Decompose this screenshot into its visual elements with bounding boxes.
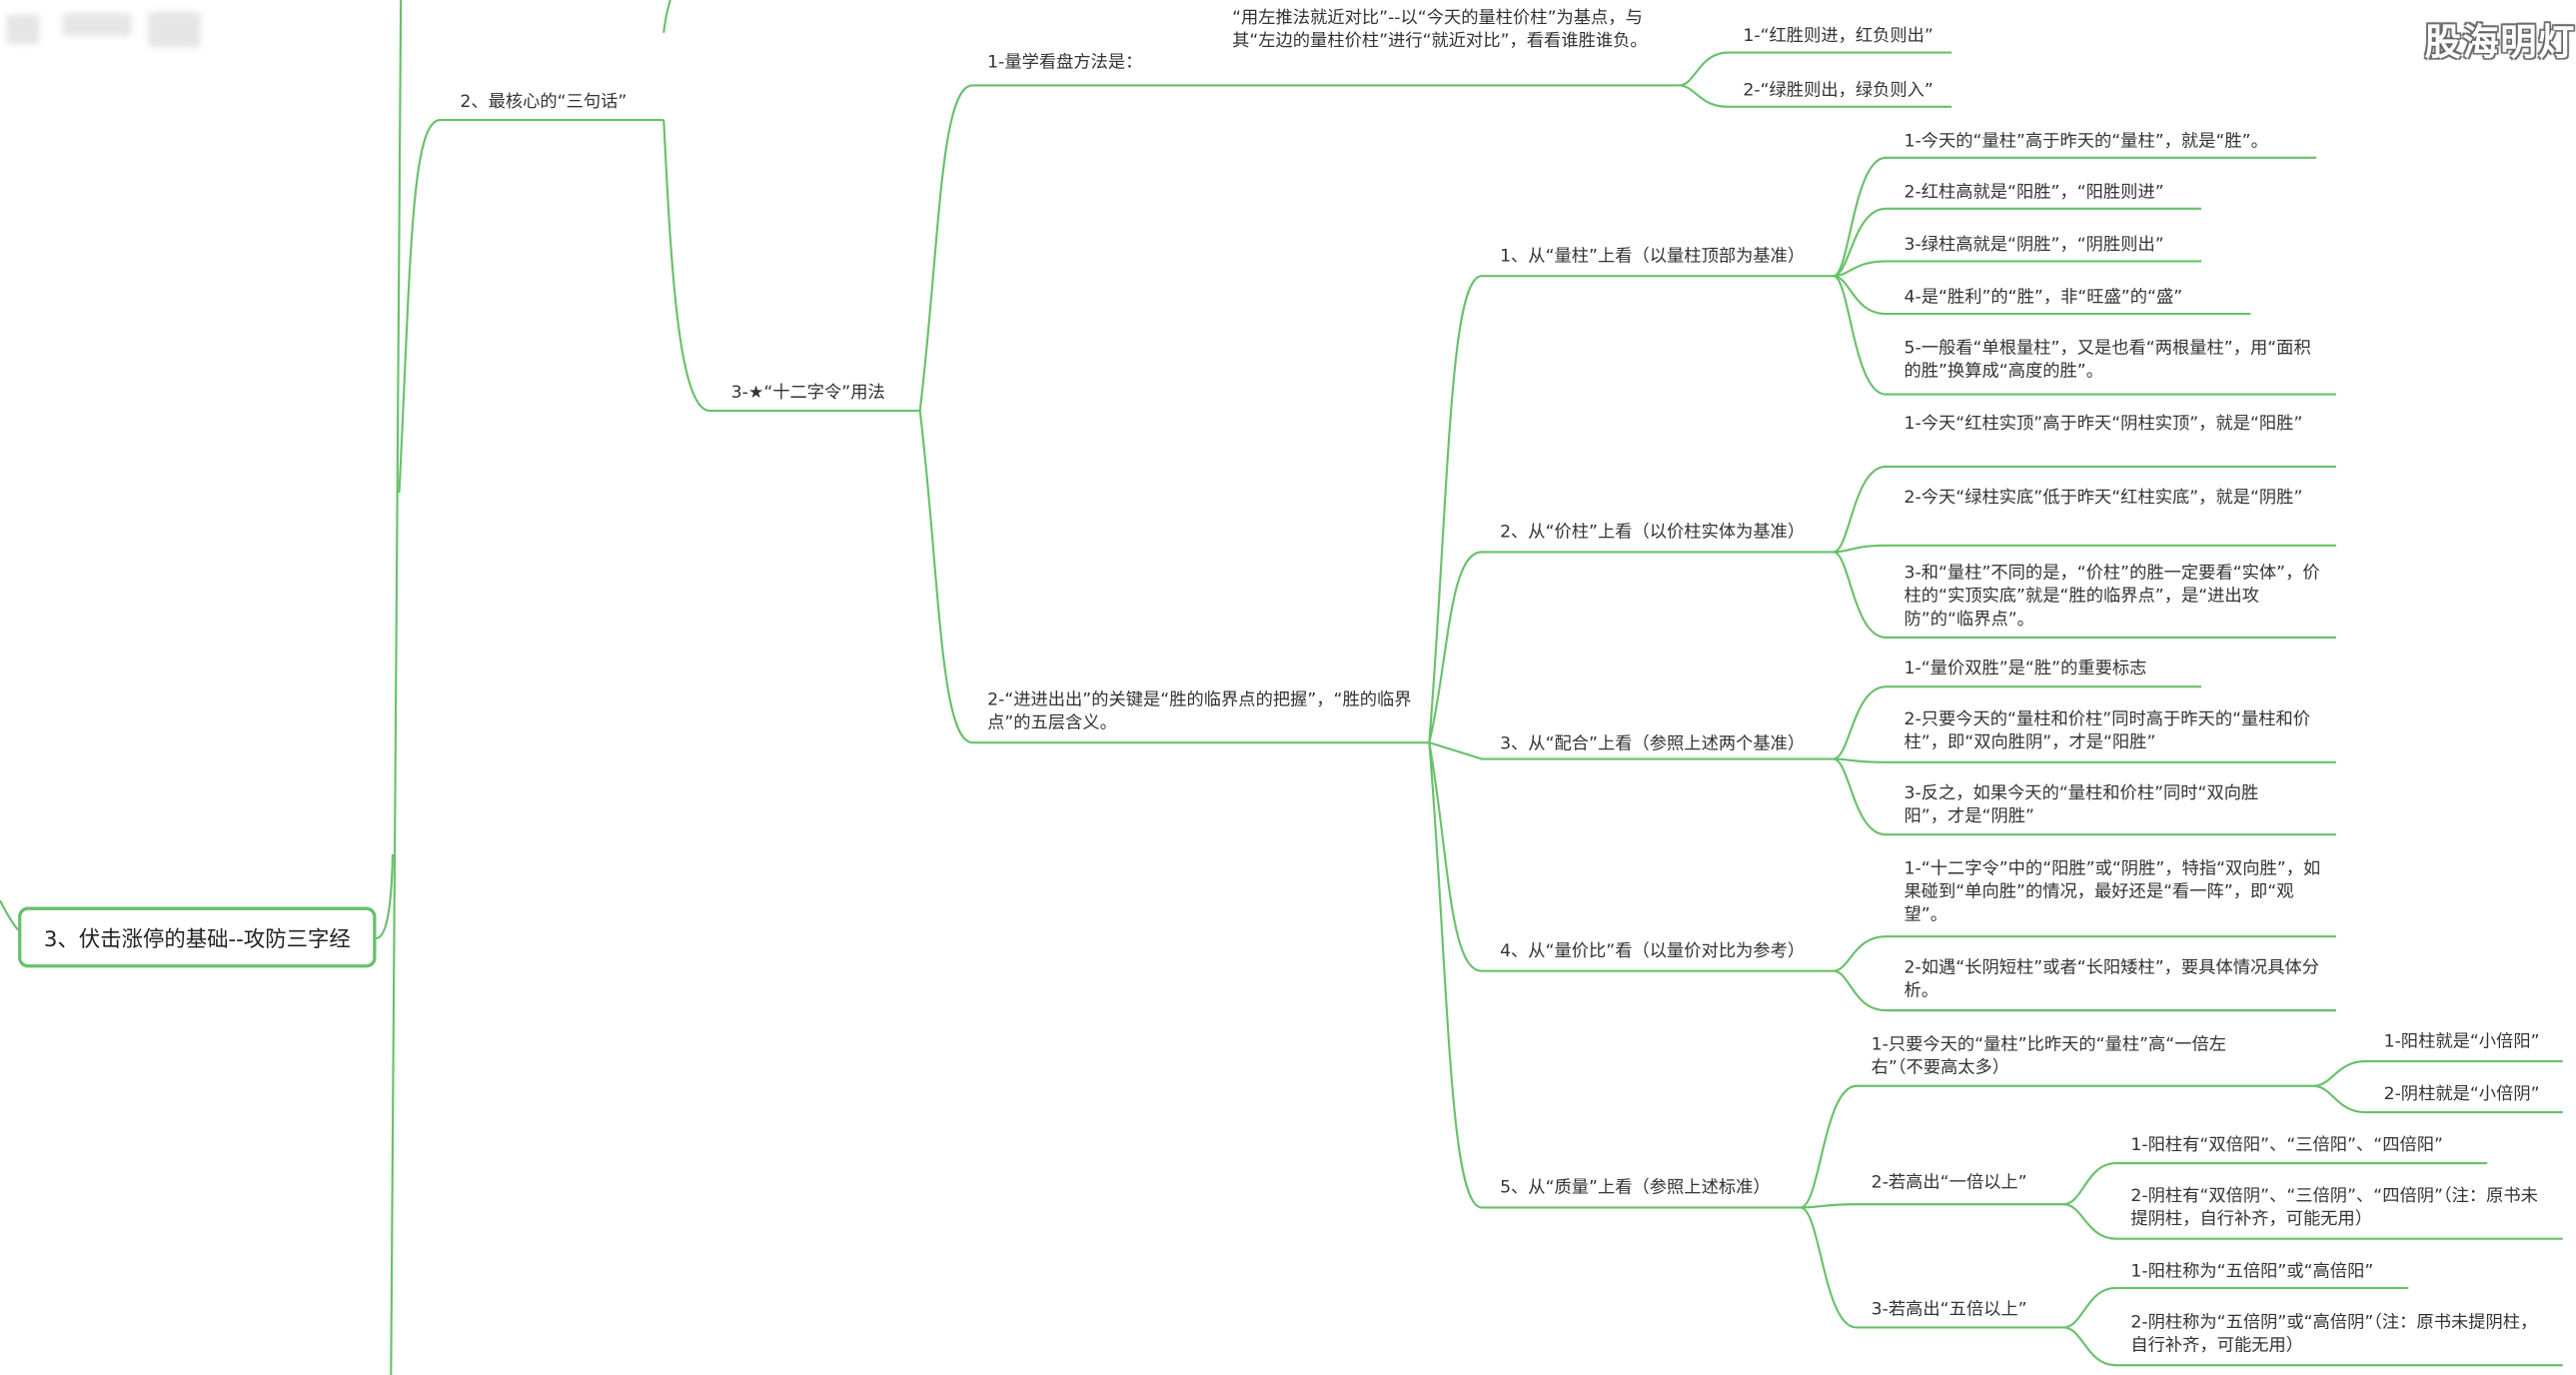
quality-group[interactable]: 3-若高出“五倍以上”	[1871, 1299, 2027, 1320]
quality-group[interactable]: 1-只要今天的“量柱”比昨天的“量柱”高“一倍左右”（不要高太多）	[1871, 1034, 2227, 1078]
blurred-toolbar-icon	[6, 14, 40, 45]
key-node[interactable]: 2-“进进出出”的关键是“胜的临界点的把握”，“胜的临界点”的五层含义。	[987, 689, 1412, 733]
layer-node[interactable]: 5、从“质量”上看（参照上述标准）	[1500, 1177, 1771, 1198]
layer-item[interactable]: 3-绿柱高就是“阴胜”，“阴胜则出”	[1904, 235, 2164, 255]
layer-node[interactable]: 1、从“量柱”上看（以量柱顶部为基准）	[1500, 246, 1806, 267]
quality-item[interactable]: 2-阴柱称为“五倍阴”或“高倍阴”（注：原书未提阴柱，自行补齐，可能无用）	[2130, 1312, 2538, 1356]
layer-item[interactable]: 2-今天“绿柱实底”低于昨天“红柱实底”，就是“阴胜”	[1904, 488, 2303, 509]
branch-twelve-char-command[interactable]: 3-★“十二字令”用法	[730, 383, 885, 403]
method-node[interactable]: 1-量学看盘方法是：	[987, 52, 1143, 73]
layer-item[interactable]: 1-今天的“量柱”高于昨天的“量柱”，就是“胜”。	[1904, 131, 2268, 152]
quality-item[interactable]: 1-阳柱有“双倍阳”、“三倍阳”、“四倍阳”	[2130, 1135, 2443, 1155]
blurred-toolbar-icon	[62, 13, 132, 37]
layer-node[interactable]: 2、从“价柱”上看（以价柱实体为基准）	[1500, 522, 1806, 543]
quality-group[interactable]: 2-若高出“一倍以上”	[1871, 1172, 2027, 1193]
method-description[interactable]: “用左推法就近对比”--以“今天的量柱价柱”为基点，与其“左边的量柱价柱”进行“…	[1232, 8, 1648, 51]
quality-item[interactable]: 1-阳柱称为“五倍阳”或“高倍阳”	[2130, 1261, 2374, 1282]
layer-item[interactable]: 2-只要今天的“量柱和价柱”同时高于昨天的“量柱和价柱”，即“双向胜阴”，才是“…	[1904, 709, 2311, 752]
layer-item[interactable]: 1-今天“红柱实顶”高于昨天“阴柱实顶”，就是“阳胜”	[1904, 414, 2303, 435]
layer-item[interactable]: 1-“十二字令”中的“阳胜”或“阴胜”，特指“双向胜”，如果碰到“单向胜”的情况…	[1904, 858, 2321, 925]
layer-item[interactable]: 2-红柱高就是“阳胜”，“阳胜则进”	[1904, 182, 2164, 203]
method-rule[interactable]: 1-“红胜则进，红负则出”	[1743, 26, 1933, 47]
layer-item[interactable]: 2-如遇“长阴短柱”或者“长阳矮柱”，要具体情况具体分析。	[1904, 957, 2320, 1001]
layer-item[interactable]: 4-是“胜利”的“胜”，非“旺盛”的“盛”	[1904, 287, 2183, 308]
blurred-toolbar-icon	[147, 11, 201, 48]
layer-item[interactable]: 3-反之，如果今天的“量柱和价柱”同时“双向胜阳”，才是“阴胜”	[1904, 783, 2259, 826]
layer-item[interactable]: 3-和“量柱”不同的是，“价柱”的胜一定要看“实体”，价柱的“实顶实底”就是“胜…	[1904, 563, 2320, 630]
quality-item[interactable]: 2-阴柱有“双倍阴”、“三倍阴”、“四倍阴”（注：原书未提阴柱，自行补齐，可能无…	[2130, 1186, 2538, 1229]
quality-item[interactable]: 2-阴柱就是“小倍阴”	[2383, 1084, 2540, 1104]
layer-node[interactable]: 4、从“量价比”看（以量价对比为参考）	[1500, 941, 1806, 961]
watermark: 股海明灯	[2424, 23, 2576, 65]
method-rule[interactable]: 2-“绿胜则出，绿负则入”	[1743, 80, 1933, 101]
root-topic[interactable]: 3、伏击涨停的基础--攻防三字经	[18, 906, 377, 968]
quality-item[interactable]: 1-阳柱就是“小倍阳”	[2383, 1031, 2540, 1052]
layer-node[interactable]: 3、从“配合”上看（参照上述两个基准）	[1500, 733, 1806, 754]
branch-core-three-sentences[interactable]: 2、最核心的“三句话”	[460, 92, 628, 112]
layer-item[interactable]: 5-一般看“单根量柱”，又是也看“两根量柱”，用“面积的胜”换算成“高度的胜”。	[1904, 338, 2311, 382]
layer-item[interactable]: 1-“量价双胜”是“胜”的重要标志	[1904, 659, 2147, 680]
